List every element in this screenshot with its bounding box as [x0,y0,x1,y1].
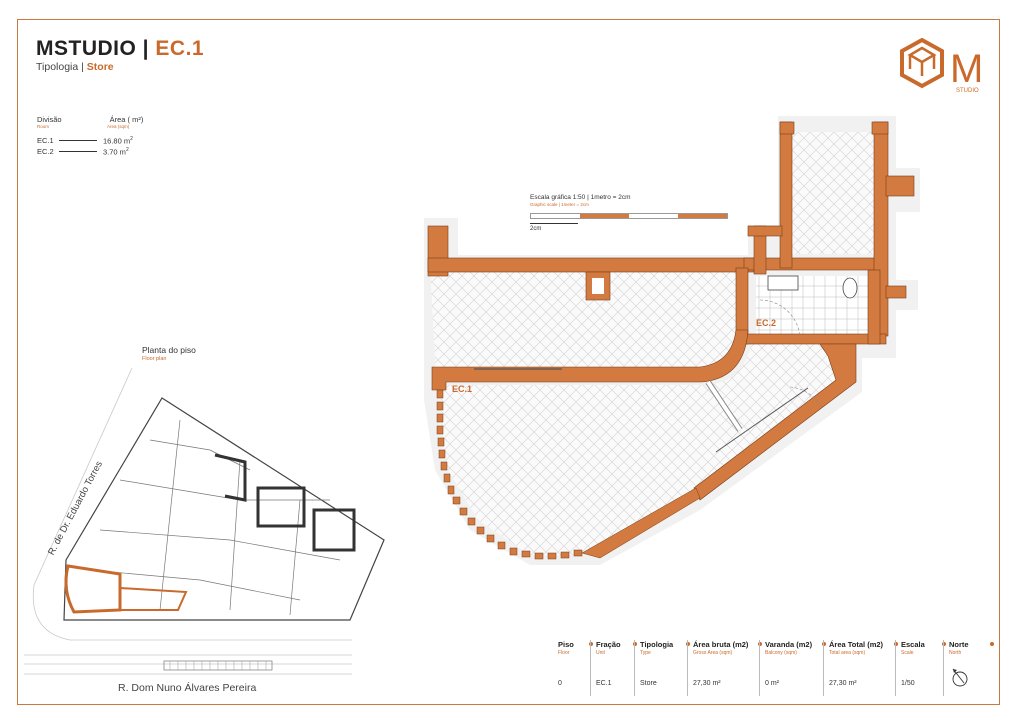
compass-icon [952,668,968,687]
scale-unit: 2cm [530,226,542,232]
graphic-scale: Escala gráfica 1:50 | 1metro = 2cm Graph… [530,194,728,232]
areas-col1: Divisão [37,115,62,124]
scale-sub: Graphic scale | 1meter = 2cm [530,202,589,207]
street-label-2: R. Dom Nuno Álvares Pereira [118,682,257,694]
store-floor-lower [440,340,850,555]
wall-lower-right [581,487,701,559]
info-varanda: Varanda (m2)Balcony (sqm)0 m² [759,640,826,696]
store-floor-upper [430,268,740,375]
scale-unit-bar: 2cm [530,223,578,232]
floor-plan-label: Planta do piso [142,345,196,355]
info-area-bruta: Área bruta (m2)Gross Area (sqm)27,30 m² [687,640,762,696]
sink [767,275,799,291]
logo-letter: M [950,47,983,91]
page-title: MSTUDIO | EC.1 [36,37,205,60]
areas-col2: Área ( m²) [109,115,144,124]
building-outline [63,397,385,621]
areas-col1-sub: Room [37,124,50,129]
areas-col2-sub: Area (sqm) [107,124,130,129]
page-frame [17,19,1000,705]
areas-table: Divisão Área ( m²) Room Area (sqm) EC.1 16… [37,115,143,157]
door-line [715,387,809,453]
unit-highlight [64,564,122,614]
ec2-label: EC.2 [756,318,777,328]
info-area-total: Área Total (m2)Total area (sqm)27,30 m² [823,640,898,696]
logo-text: STUDIO [956,88,979,94]
page-subtitle: Tipologia | Store [36,61,114,73]
ec1-label: EC.1 [452,384,473,394]
floor-plan-sub: Floor plan [142,356,167,362]
scale-bar [530,213,728,219]
walls [427,121,915,501]
curved-wall-blocks [436,389,583,560]
toilet [842,277,858,299]
door-swing [789,386,823,409]
scale-label: Escala gráfica 1:50 | 1metro = 2cm [530,194,631,201]
area-row: EC.2 3.70 m2 [37,146,129,157]
shaft [592,278,604,294]
storage-floor [790,132,878,254]
cube-logo-icon: M STUDIO [900,38,983,94]
area-row: EC.1 16.80 m2 [37,135,133,146]
stair-core [214,453,356,552]
unit-highlight-2 [119,587,188,611]
floor-plan-caption: Planta do piso Floor plan [142,345,196,362]
crosswalk-stripes [169,661,267,670]
door-swing [759,299,801,341]
